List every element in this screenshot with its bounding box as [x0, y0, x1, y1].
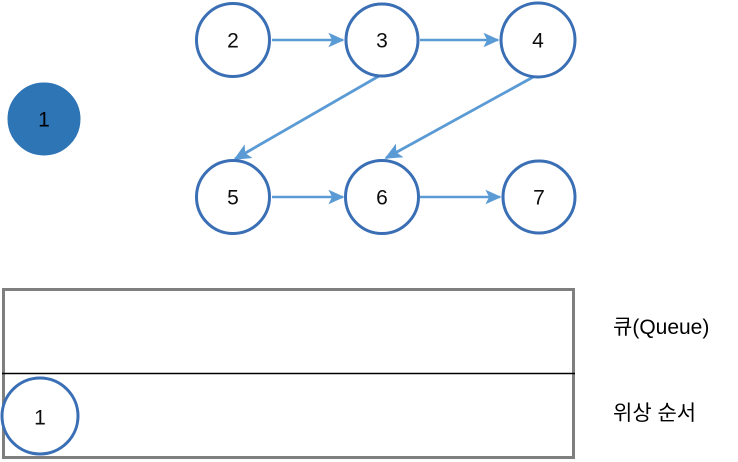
state-table [2, 288, 575, 459]
node-5[interactable]: 5 [195, 159, 271, 235]
order-item-1[interactable]: 1 [0, 376, 80, 456]
queue-row-label: 큐(Queue) [613, 316, 710, 339]
node-3-label: 3 [376, 30, 388, 53]
edge-3-to-5 [233, 74, 380, 161]
edge-4-to-6 [384, 74, 536, 160]
node-4[interactable]: 4 [499, 1, 577, 79]
node-5-circle[interactable] [195, 159, 271, 235]
edge-group [233, 32, 536, 205]
table-row-queue[interactable] [5, 291, 572, 373]
node-5-label: 5 [227, 187, 239, 210]
node-6-label: 6 [376, 187, 388, 210]
order-item-1-circle[interactable] [0, 376, 80, 456]
node-1[interactable]: 1 [7, 82, 81, 156]
table-row-order[interactable] [5, 375, 572, 456]
node-1-label: 1 [38, 109, 50, 132]
order-row-label: 위상 순서 [613, 402, 697, 425]
node-2-circle[interactable] [195, 2, 271, 78]
node-7[interactable]: 7 [501, 159, 577, 235]
node-7-circle[interactable] [501, 159, 577, 235]
node-2[interactable]: 2 [195, 2, 271, 78]
node-6-circle[interactable] [344, 159, 420, 235]
node-7-label: 7 [533, 187, 545, 210]
node-4-circle[interactable] [499, 1, 577, 79]
node-6[interactable]: 6 [344, 159, 420, 235]
node-3[interactable]: 3 [344, 2, 420, 78]
node-2-label: 2 [227, 30, 239, 53]
order-item-1-label: 1 [34, 407, 46, 430]
node-3-circle[interactable] [344, 2, 420, 78]
node-1-circle[interactable] [7, 82, 81, 156]
node-4-label: 4 [532, 30, 544, 53]
